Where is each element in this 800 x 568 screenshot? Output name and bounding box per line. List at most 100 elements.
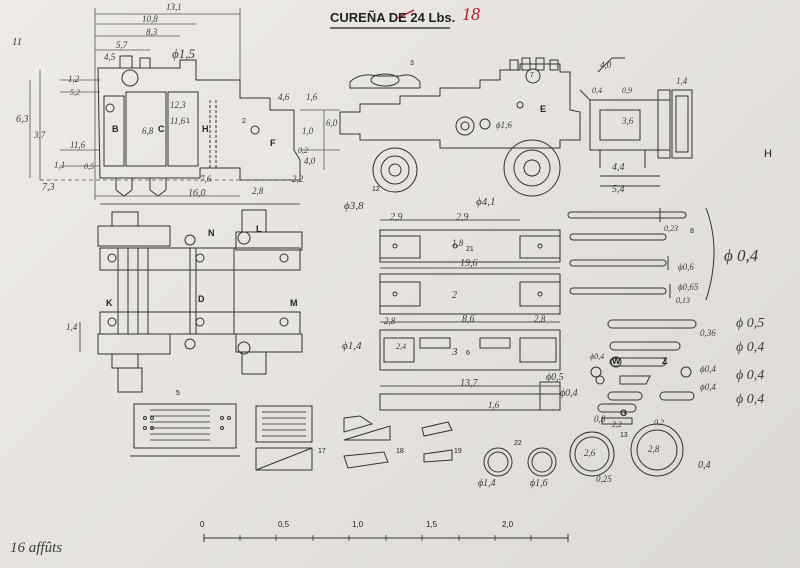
diameter-label: ϕ3,8 xyxy=(344,200,364,212)
dimension-label: 2,2 xyxy=(612,420,622,429)
dimension-label: 4,6 xyxy=(278,92,290,102)
dimension-label: 2 xyxy=(452,290,457,301)
part-number: 13 xyxy=(620,432,628,439)
dimension-label: 12,3 xyxy=(170,100,186,110)
part-number: 12 xyxy=(372,186,380,193)
part-letter: B xyxy=(112,124,119,134)
dimension-label: 6,0 xyxy=(326,118,338,128)
dimension-label: 1,6 xyxy=(488,400,500,410)
part-number: 22 xyxy=(514,440,522,447)
diameter-label: ϕ0,4 xyxy=(700,382,716,392)
part-number: 8 xyxy=(690,228,694,235)
part-letter: E xyxy=(540,104,547,114)
dimension-label: 4,0 xyxy=(600,60,612,70)
dimension-label: 13,1 xyxy=(166,2,182,12)
part-number: 18 xyxy=(396,448,404,455)
dimension-label: 1,0 xyxy=(302,126,314,136)
bolts-set xyxy=(567,207,715,425)
title-suffix: Lbs. xyxy=(424,10,456,25)
dimension-label: 13,7 xyxy=(460,378,478,389)
dimension-label: 2,9 xyxy=(456,212,469,223)
part-letter: Z xyxy=(662,356,668,366)
part-number: 17 xyxy=(318,448,326,455)
dimension-label: 1,4 xyxy=(676,76,688,86)
dimension-label: 1,4 xyxy=(66,322,78,332)
dimension-label: 2,8 xyxy=(648,444,660,454)
part-number: 6 xyxy=(466,350,470,357)
diameter-label: ϕ1,6 xyxy=(496,120,512,130)
dimension-label: 2,8 xyxy=(534,314,546,324)
cheek-elevation xyxy=(97,55,301,197)
part-number: 1 xyxy=(186,118,190,125)
corner-mark-top-left: 11 xyxy=(12,36,23,48)
dimension-label: 11,6 xyxy=(170,116,186,126)
dimension-label: 1,1 xyxy=(54,160,66,170)
quoins-and-wedges xyxy=(130,403,453,471)
rings-and-hubs xyxy=(483,423,684,477)
part-letter: W xyxy=(612,356,621,366)
dimension-label: 1,6 xyxy=(306,92,318,102)
dimension-label: 0,9 xyxy=(622,86,632,95)
dimension-label: 2,6 xyxy=(584,448,596,458)
carriage-side-view xyxy=(339,57,581,197)
bolt-diameter-label: ϕ 0,4 xyxy=(736,368,765,383)
dimension-label: 5,4 xyxy=(612,184,625,195)
title-prefix: CUREÑA DE xyxy=(330,10,411,25)
diameter-label: ϕ1,5 xyxy=(172,46,195,61)
transom-views xyxy=(379,219,561,411)
dimension-label: 5,2 xyxy=(70,88,80,97)
drawing-title: CUREÑA DE 24 Lbs. xyxy=(330,10,455,25)
part-letter: M xyxy=(290,298,298,308)
part-letter: C xyxy=(158,124,165,134)
bolt-diameter-label: ϕ 0,4 xyxy=(736,392,765,407)
dimension-label: 1,8 xyxy=(452,238,464,248)
title-struck-value: 24 xyxy=(410,10,425,25)
part-letter: H xyxy=(202,124,209,134)
diameter-label: ϕ1,6 xyxy=(530,478,548,489)
dimension-label: 8,6 xyxy=(462,314,475,325)
diameter-label: ϕ1,4 xyxy=(478,478,496,489)
part-letter: F xyxy=(270,138,276,148)
part-letter: D xyxy=(198,294,205,304)
scale-bar xyxy=(203,534,569,542)
dimension-label: 3 xyxy=(452,346,458,358)
diameter-label: ϕ0,4 xyxy=(700,364,716,374)
diameter-label: ϕ0,65 xyxy=(678,282,699,292)
diameter-label: ϕ0,4 xyxy=(590,352,605,361)
scale-label: 1,0 xyxy=(352,520,364,529)
dimension-label: 10,8 xyxy=(142,14,158,24)
dimension-label: 19,6 xyxy=(460,258,478,269)
dimension-label: 0,13 xyxy=(676,296,690,305)
dimension-lines-top-left xyxy=(29,8,340,200)
part-number: 2 xyxy=(242,118,246,125)
scale-label: 2,0 xyxy=(502,520,514,529)
dimension-label: 5,7 xyxy=(116,40,128,50)
dimension-label: 0,5 xyxy=(84,162,94,171)
dimension-label: 2,8 xyxy=(252,186,264,196)
dimension-label: 4,0 xyxy=(304,156,316,166)
title-handwritten-value: 18 xyxy=(462,4,480,24)
part-number: 21 xyxy=(466,246,474,253)
dimension-label: 0,2 xyxy=(298,146,308,155)
part-number: 5 xyxy=(176,390,180,397)
part-letter: G xyxy=(620,408,628,418)
dimension-label: 4,5 xyxy=(104,52,116,62)
part-letter: L xyxy=(256,224,262,234)
dimension-label: 0,25 xyxy=(596,474,612,484)
bolt-diameter-label: ϕ 0,4 xyxy=(736,340,765,355)
dimension-label: 1,2 xyxy=(68,74,80,84)
dimension-label: 0,36 xyxy=(700,328,716,338)
part-number: 19 xyxy=(454,448,462,455)
dimension-label: 0,4 xyxy=(592,86,602,95)
dimension-label: 2,2 xyxy=(292,174,304,184)
bolt-diameter-label: ϕ 0,4 xyxy=(724,246,759,265)
footer-note: 16 affûts xyxy=(10,540,63,556)
dimension-label: 2,9 xyxy=(390,212,403,223)
scale-label: 1,5 xyxy=(426,520,438,529)
dimension-label: 0,4 xyxy=(698,460,711,471)
dimension-label: 0,2 xyxy=(654,418,664,427)
diameter-label: ϕ0,6 xyxy=(678,262,694,272)
dimension-label: 6,8 xyxy=(142,126,154,136)
part-letter: N xyxy=(208,228,215,238)
